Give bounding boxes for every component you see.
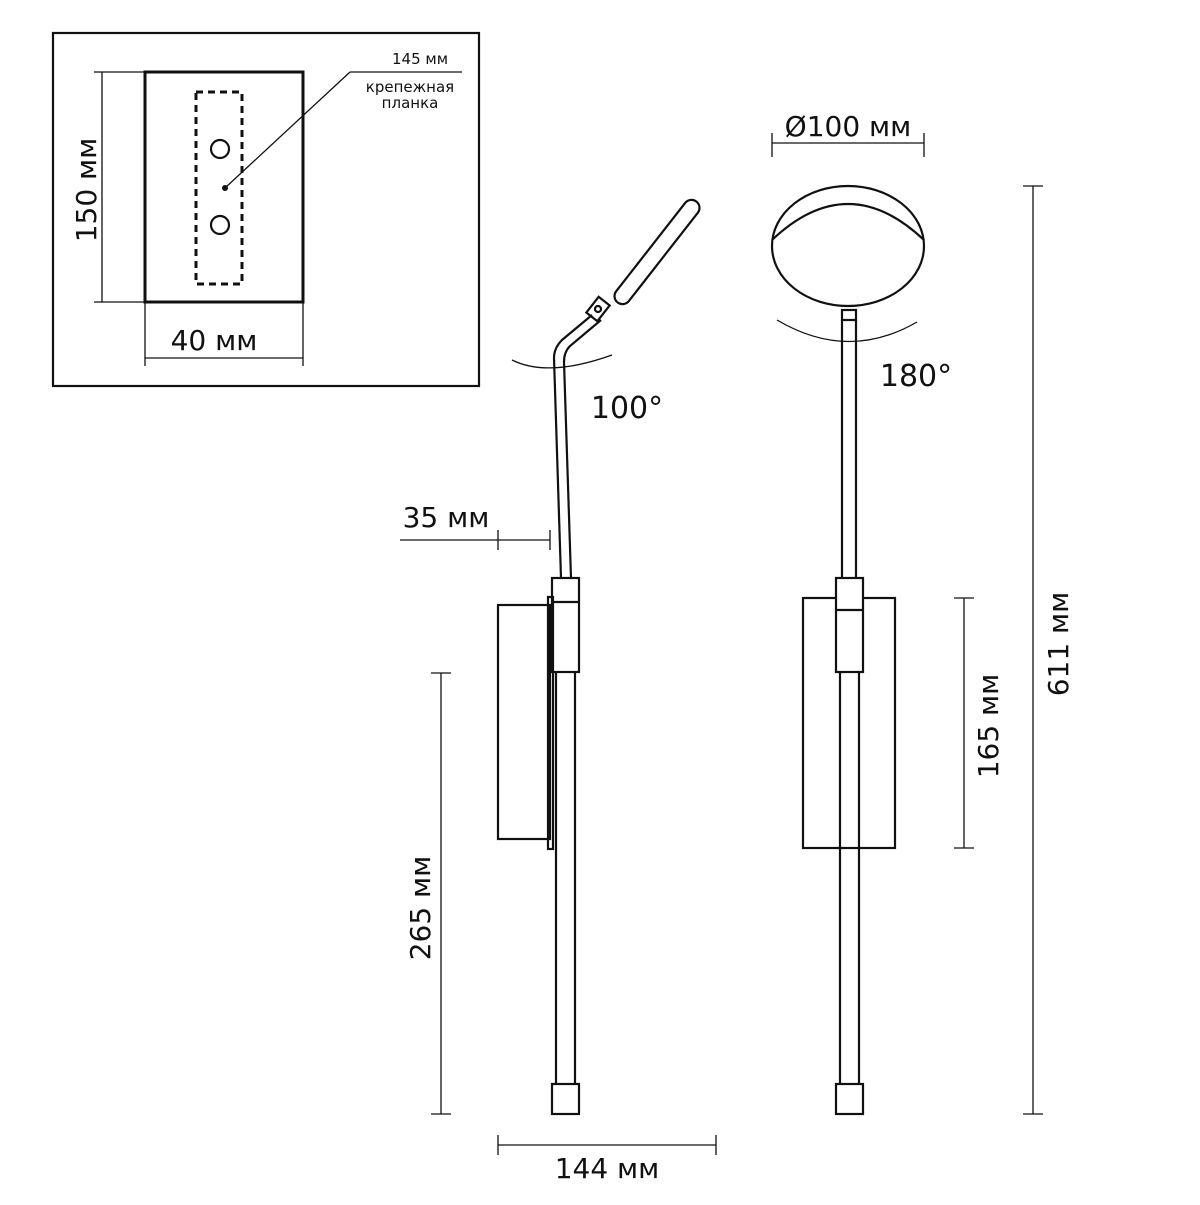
inset-width-label: 40 мм — [171, 324, 258, 357]
callout-text-line2: планка — [382, 94, 439, 112]
screw-hole-top — [209, 138, 231, 160]
rotation-angle-label: 180° — [880, 359, 952, 394]
mounting-bracket-dashed — [194, 90, 244, 286]
screw-hole-bottom — [209, 214, 231, 236]
inset-panel: 145 мм крепежная планка 150 мм 40 мм — [51, 31, 481, 388]
side-lamp-disc — [613, 198, 701, 306]
rotation-arc — [776, 319, 918, 343]
side-wall-plate — [496, 603, 552, 841]
side-lamp-head — [613, 198, 701, 306]
front-lamp-rim — [771, 202, 925, 241]
callout-text-line1: крепежная — [366, 78, 454, 96]
inset-height-label: 150 мм — [70, 138, 103, 243]
offset-label: 35 мм — [403, 501, 490, 534]
side-tilt-arc — [511, 354, 613, 369]
side-view: 100° 35 мм 265 мм 144 мм — [400, 198, 717, 1185]
side-end-cap — [550, 1082, 581, 1116]
side-arm-inner — [562, 319, 602, 579]
total-width-label: 144 мм — [555, 1152, 660, 1185]
front-neck — [840, 308, 858, 322]
side-wall-bracket — [546, 595, 555, 851]
lower-height-label: 265 мм — [404, 856, 437, 961]
bracket-length-label: 145 мм — [392, 50, 448, 68]
side-arm-outer — [552, 314, 593, 579]
front-end-cap — [834, 1082, 865, 1116]
total-height-label: 611 мм — [1042, 592, 1075, 697]
side-joint-pivot — [593, 304, 603, 314]
side-tilt-angle-label: 100° — [591, 391, 663, 426]
inset-frame — [51, 31, 481, 388]
mounting-plate-outline — [143, 70, 305, 304]
callout-leader-line — [224, 71, 351, 189]
front-lamp-disc — [770, 184, 926, 308]
plate-height-label: 165 мм — [972, 674, 1005, 779]
diameter-label: Ø100 мм — [785, 110, 912, 143]
side-joint — [584, 295, 612, 323]
front-connector — [834, 576, 865, 674]
front-view: Ø100 мм 180° 165 мм 611 мм — [770, 110, 1075, 1116]
side-connector — [550, 576, 581, 674]
